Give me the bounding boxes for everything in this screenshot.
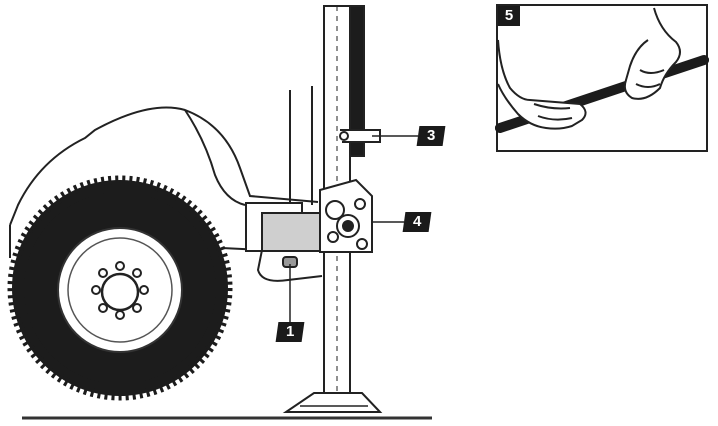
leader-lines [289,135,418,322]
inset-frame [496,4,708,152]
callout-1-label: 1 [285,323,295,340]
vehicle-body [9,86,319,258]
vehicle-wheel-icon [7,175,233,401]
callout-3-label: 3 [426,127,436,144]
high-lift-jack-icon [282,5,383,413]
bumper-mount [245,202,323,282]
callout-3: 3 [416,126,446,146]
callout-4-label: 4 [412,213,422,230]
callout-5: 5 [498,6,520,26]
callout-1: 1 [275,322,305,342]
callout-5-label: 5 [504,7,514,24]
callout-4: 4 [402,212,432,232]
